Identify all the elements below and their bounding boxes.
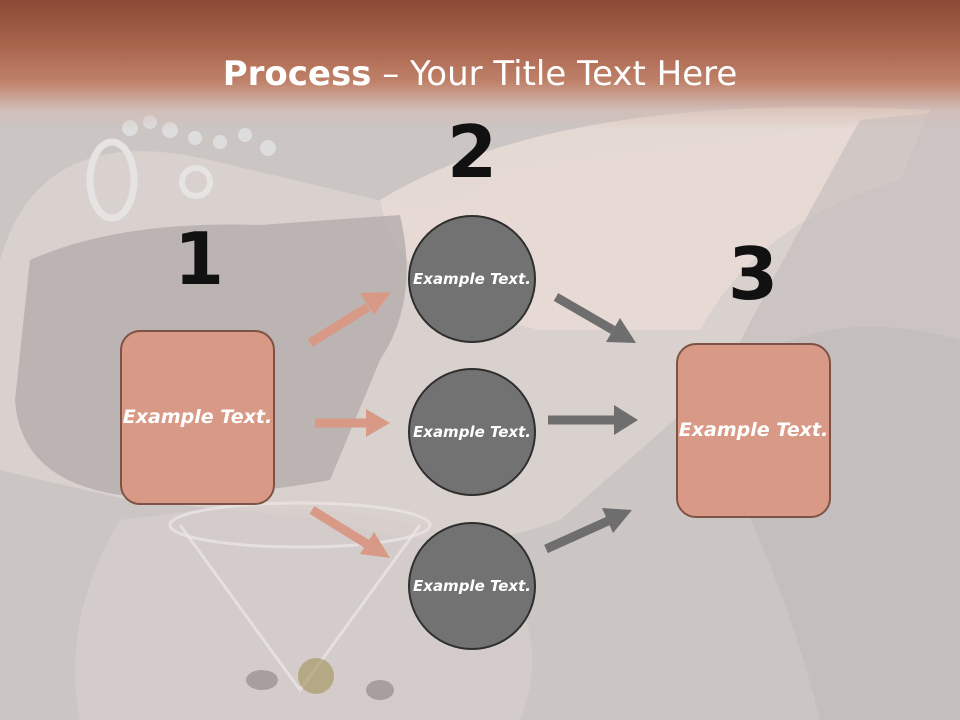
- circle-top: Example Text.: [408, 215, 536, 343]
- arrow-from-bottom-circle: [544, 508, 632, 554]
- page-title: Process – Your Title Text Here: [0, 52, 960, 96]
- arrow-to-middle-circle: [315, 409, 390, 437]
- arrow-from-middle-circle: [548, 405, 638, 435]
- right-box: Example Text.: [676, 343, 831, 518]
- circle-middle-text: Example Text.: [413, 422, 531, 441]
- circle-middle: Example Text.: [408, 368, 536, 496]
- step-number-3: 3: [727, 232, 779, 316]
- left-box-text: Example Text.: [122, 406, 273, 428]
- circle-bottom: Example Text.: [408, 522, 536, 650]
- arrow-to-bottom-circle: [309, 506, 390, 558]
- circle-bottom-text: Example Text.: [413, 576, 531, 595]
- step-number-1: 1: [173, 217, 225, 301]
- circle-top-text: Example Text.: [413, 269, 531, 288]
- left-box: Example Text.: [120, 330, 275, 505]
- step-number-2: 2: [446, 110, 498, 194]
- title-bold: Process: [222, 54, 372, 94]
- arrow-from-top-circle: [553, 293, 636, 343]
- title-bar: [0, 0, 960, 130]
- arrow-to-top-circle: [307, 292, 391, 347]
- right-box-text: Example Text.: [678, 419, 829, 441]
- title-rest: – Your Title Text Here: [371, 54, 738, 94]
